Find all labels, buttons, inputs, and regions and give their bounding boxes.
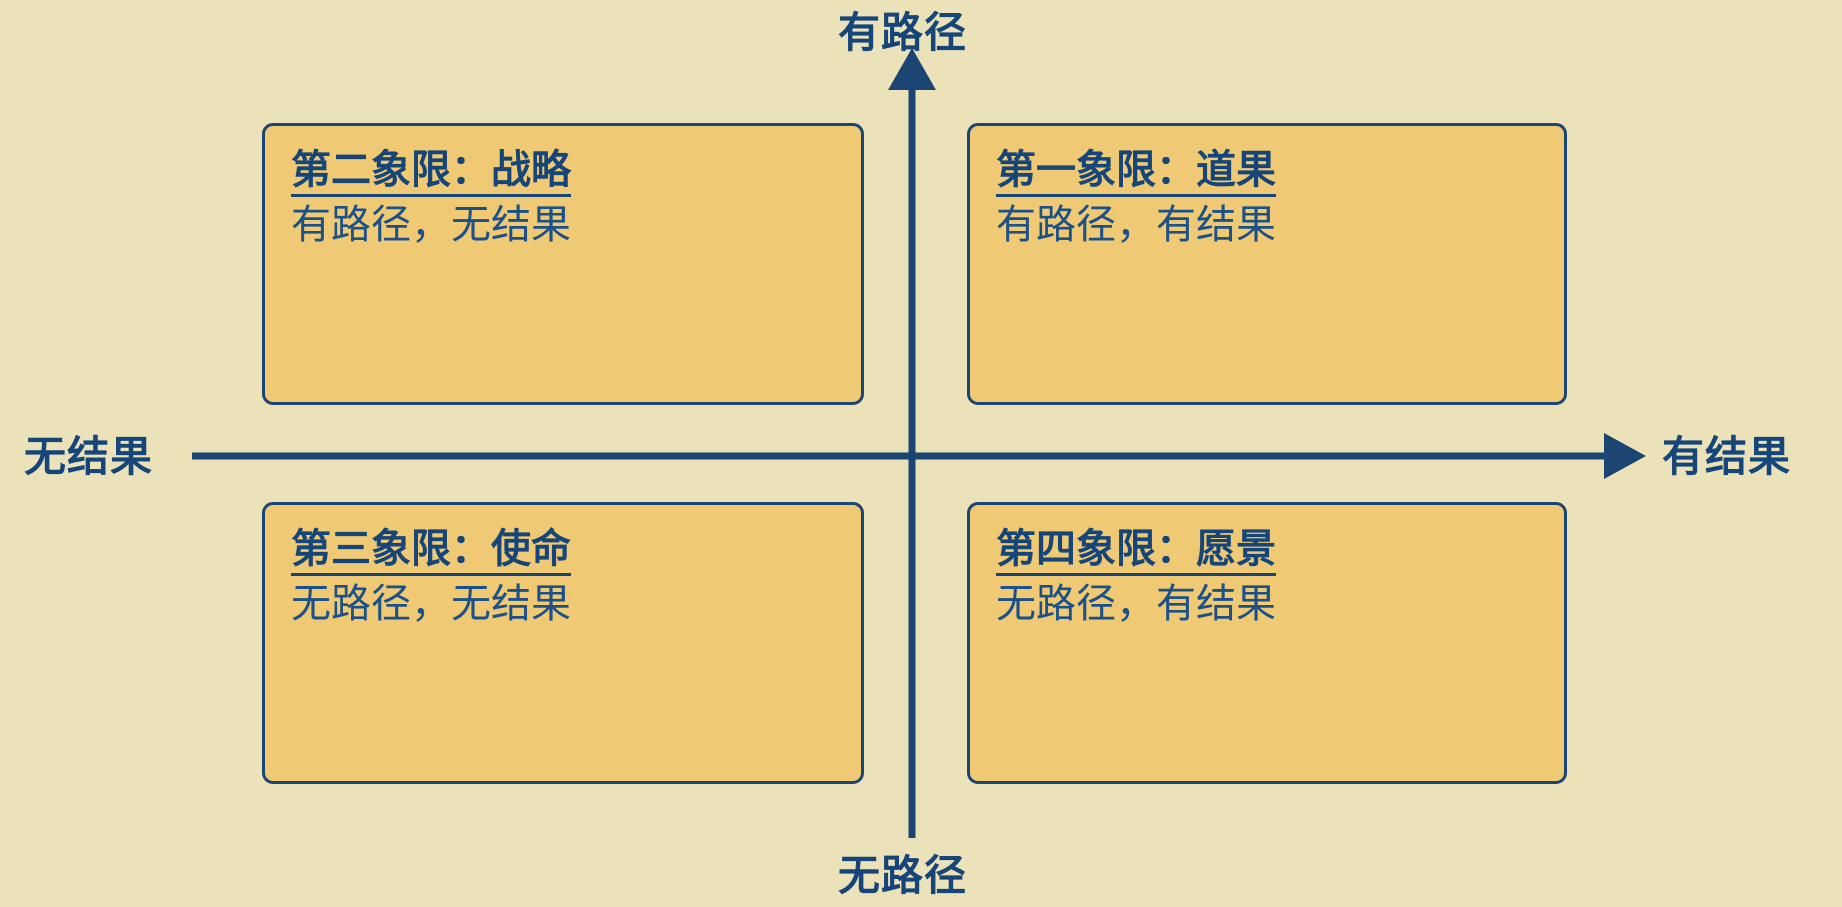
quadrant-1-title: 第一象限：道果 <box>996 148 1276 197</box>
quadrant-2-subtitle: 有路径，无结果 <box>291 202 571 247</box>
axis-label-top: 有路径 <box>838 9 968 56</box>
quadrant-3-subtitle: 无路径，无结果 <box>291 581 571 626</box>
quadrant-2-title: 第二象限：战略 <box>291 148 571 197</box>
quadrant-3-title: 第三象限：使命 <box>291 527 571 576</box>
quadrant-box-4[interactable]: 第四象限：愿景 无路径，有结果 <box>967 502 1567 784</box>
quadrant-box-2[interactable]: 第二象限：战略 有路径，无结果 <box>262 123 864 405</box>
horizontal-axis-arrow-icon <box>1604 433 1646 479</box>
quadrant-4-title: 第四象限：愿景 <box>996 527 1276 576</box>
quadrant-4-subtitle: 无路径，有结果 <box>996 581 1276 626</box>
quadrant-box-3[interactable]: 第三象限：使命 无路径，无结果 <box>262 502 864 784</box>
quadrant-1-subtitle: 有路径，有结果 <box>996 202 1276 247</box>
axis-label-bottom: 无路径 <box>838 852 968 899</box>
axis-label-right: 有结果 <box>1662 433 1792 480</box>
quadrant-box-1[interactable]: 第一象限：道果 有路径，有结果 <box>967 123 1567 405</box>
axis-label-left: 无结果 <box>24 433 154 480</box>
vertical-axis-arrow-icon <box>888 48 936 90</box>
